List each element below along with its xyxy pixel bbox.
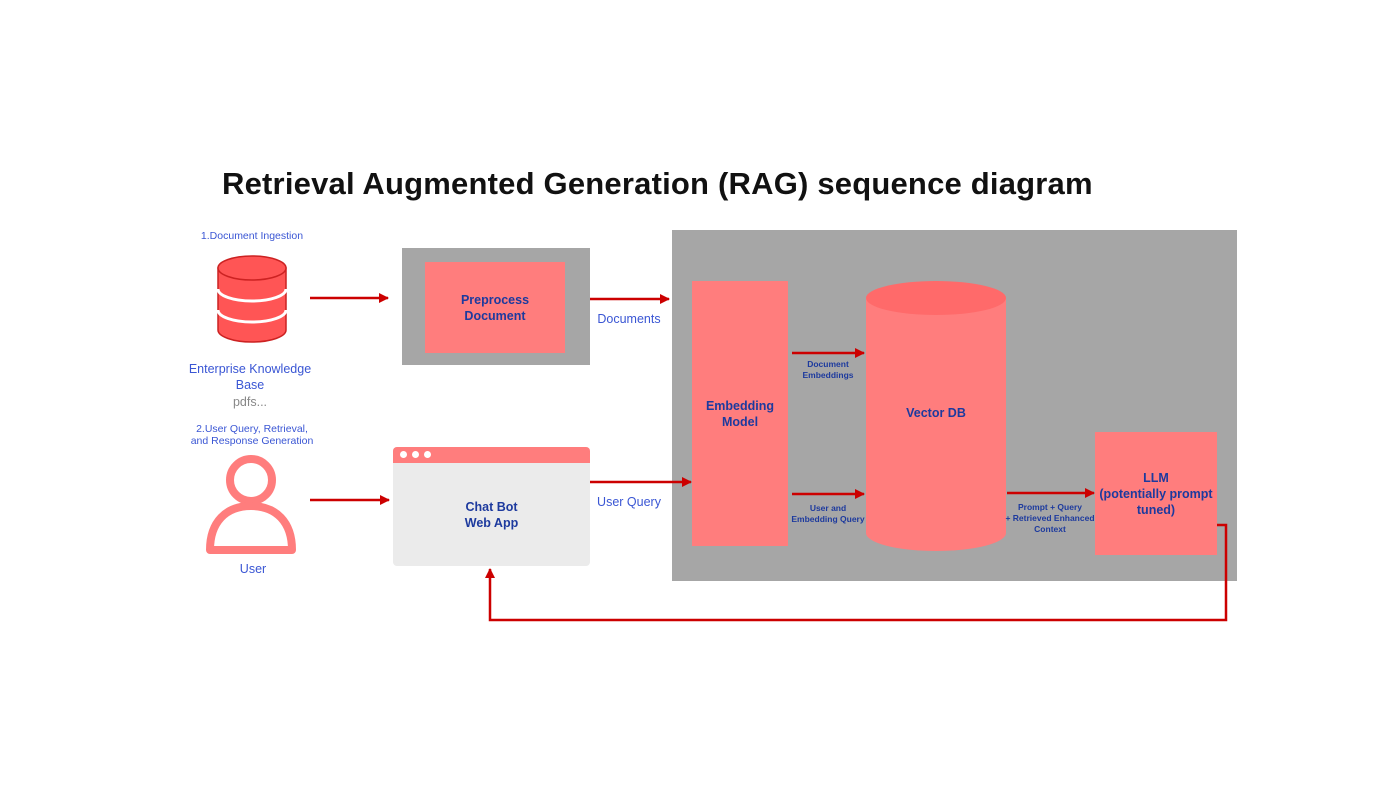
chatbot-label: Chat Bot Web App: [464, 499, 519, 530]
user-query-edge-label: User Query: [597, 495, 661, 509]
user-icon: [204, 454, 298, 556]
prompt-context-label: Prompt + Query + Retrieved Enhanced Cont…: [1005, 502, 1095, 534]
step-ingestion-label: 1.Document Ingestion: [200, 230, 304, 242]
browser-dot-icon: [400, 451, 407, 458]
knowledge-base-sublabel: pdfs...: [232, 395, 268, 409]
llm-box: LLM (potentially prompt tuned): [1095, 432, 1217, 555]
embedding-model-box: Embedding Model: [692, 281, 788, 546]
database-icon: [215, 250, 289, 346]
documents-edge-label: Documents: [597, 312, 661, 326]
diagram-title: Retrieval Augmented Generation (RAG) seq…: [222, 166, 1093, 201]
preprocess-document-box: Preprocess Document: [425, 262, 565, 353]
browser-dot-icon: [424, 451, 431, 458]
browser-dot-icon: [412, 451, 419, 458]
knowledge-base-label: Enterprise Knowledge Base: [188, 362, 312, 392]
vector-db-label: Vector DB: [906, 406, 966, 420]
user-label: User: [239, 562, 267, 576]
vector-db-cylinder: [865, 280, 1007, 553]
step-query-label: 2.User Query, Retrieval, and Response Ge…: [190, 423, 314, 447]
arrow-llm-to-chatbot: [485, 523, 1228, 622]
document-embeddings-label: Document Embeddings: [802, 359, 854, 380]
user-embedding-query-label: User and Embedding Query: [791, 503, 865, 524]
browser-title-bar: [393, 447, 590, 463]
chatbot-web-app-window: Chat Bot Web App: [393, 447, 590, 566]
